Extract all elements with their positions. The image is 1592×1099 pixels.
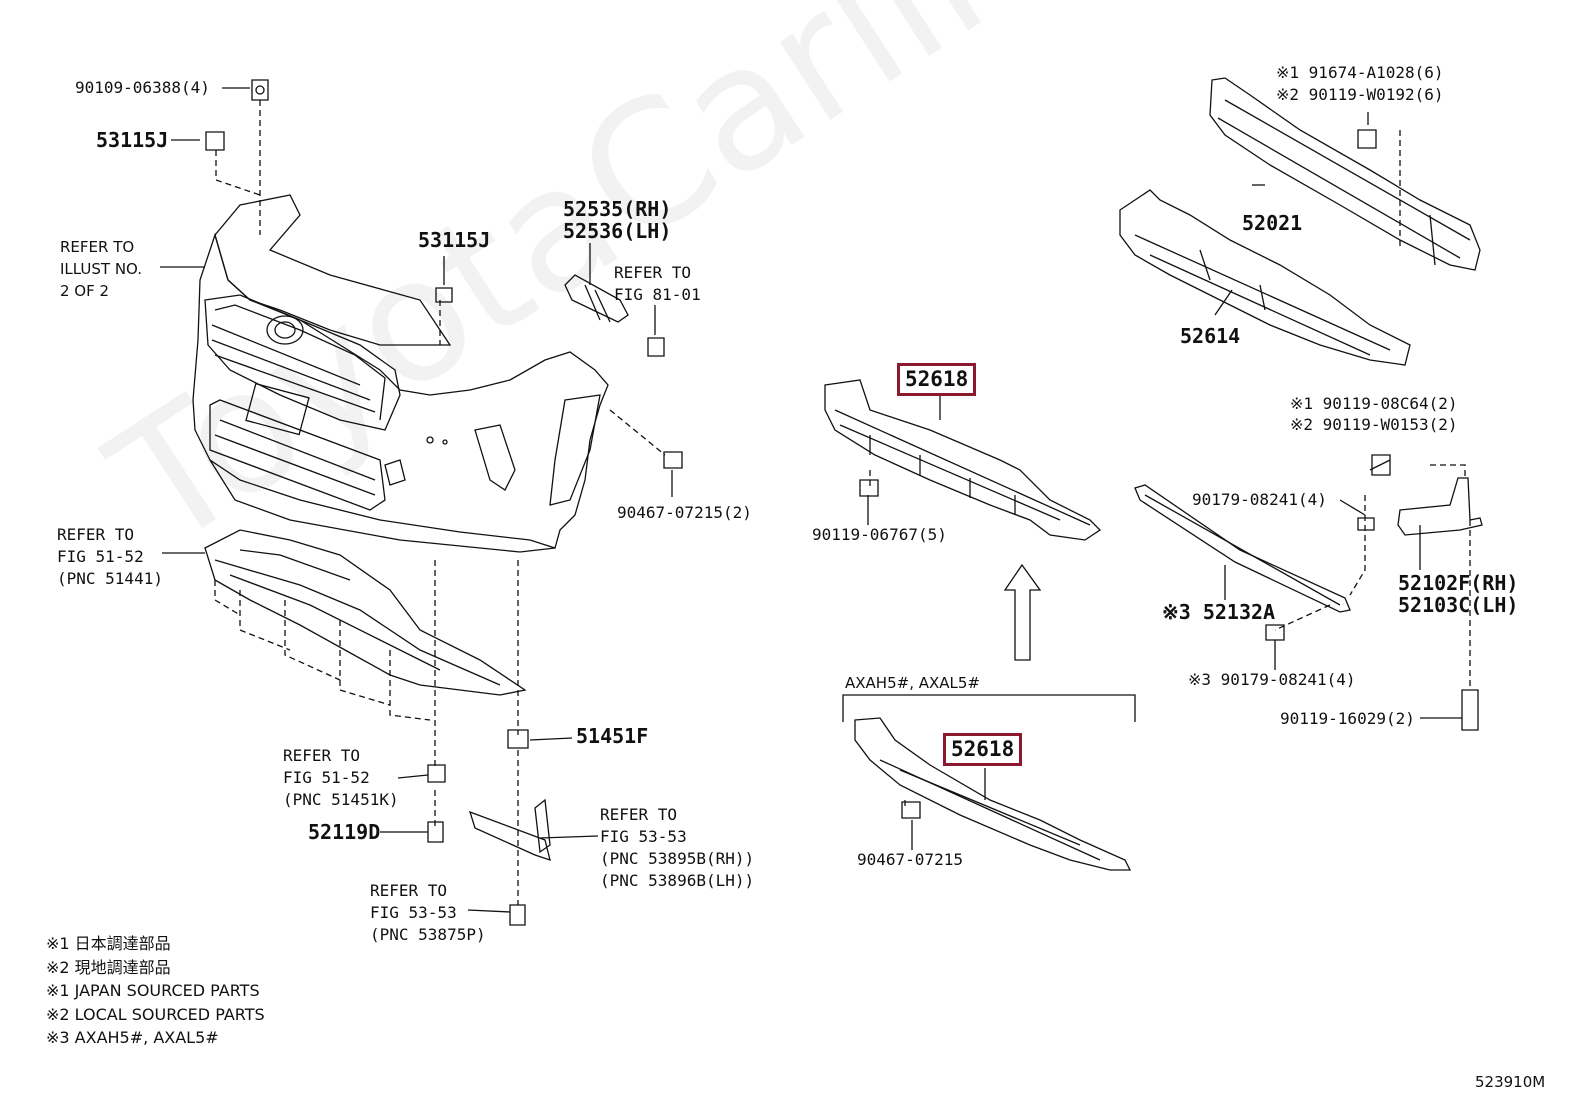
lower-under-cover-drawing xyxy=(204,529,527,696)
part-label-90119-w0192: ※2 90119-W0192(6) xyxy=(1276,85,1444,104)
hook-bracket-drawing xyxy=(564,274,629,323)
part-label-52535-52536: 52535(RH) 52536(LH) xyxy=(563,198,671,242)
refer-line: REFER TO xyxy=(57,525,135,544)
refer-line: FIG 53-53 xyxy=(600,827,687,846)
leader-lines xyxy=(160,87,1462,913)
part-label-90119-w0153: ※2 90119-W0153(2) xyxy=(1290,415,1458,434)
absorber-52618-lower-drawing xyxy=(854,717,1132,871)
refer-line: 2 OF 2 xyxy=(60,282,110,300)
part-label-90119-08c64: ※1 90119-08C64(2) xyxy=(1290,394,1458,413)
part-label-52102f-52103c: 52102F(RH) 52103C(LH) xyxy=(1398,572,1518,616)
highlighted-part-52618-lower[interactable]: 52618 xyxy=(943,733,1023,766)
part-line: 52103C(LH) xyxy=(1398,593,1519,617)
refer-line: ILLUST NO. xyxy=(60,260,143,278)
bumper-reinforcement-52021-drawing xyxy=(1209,77,1481,271)
sourcing-legend: ※1 日本調達部品 ※2 現地調達部品 ※1 JAPAN SOURCED PAR… xyxy=(46,932,265,1050)
diagram-code: 523910M xyxy=(1475,1073,1546,1091)
part-label-90467-07215: 90467-07215 xyxy=(857,850,963,869)
refer-line: (PNC 53875P) xyxy=(370,925,486,944)
part-label-91674-a1028: ※1 91674-A1028(6) xyxy=(1276,63,1444,82)
up-arrow xyxy=(1003,563,1042,661)
fasteners-drawing xyxy=(205,79,1479,926)
part-label-90179-08241-a: 90179-08241(4) xyxy=(1192,490,1327,509)
refer-fig-53-53-b: REFER TO FIG 53-53 (PNC 53875P) xyxy=(370,880,486,946)
part-label-53115j-top: 53115J xyxy=(96,128,169,152)
part-line: 52535(RH) xyxy=(563,197,672,221)
refer-line: (PNC 51451K) xyxy=(283,790,399,809)
refer-fig-51-52-b: REFER TO FIG 51-52 (PNC 51451K) xyxy=(283,745,399,811)
part-label-90179-08241-b: ※3 90179-08241(4) xyxy=(1188,670,1356,689)
refer-line: REFER TO xyxy=(600,805,678,824)
part-label-90467-07215-2: 90467-07215(2) xyxy=(617,503,752,522)
legend-line: ※1 JAPAN SOURCED PARTS xyxy=(46,981,260,1000)
variant-label-axah: AXAH5#, AXAL5# xyxy=(845,674,980,692)
refer-line: (PNC 51441) xyxy=(57,569,163,588)
part-line: 52102F(RH) xyxy=(1398,571,1519,595)
part-label-52614: 52614 xyxy=(1180,324,1241,348)
refer-illust-note: REFER TO ILLUST NO. 2 OF 2 xyxy=(60,236,142,302)
legend-line: ※3 AXAH5#, AXAL5# xyxy=(46,1028,219,1047)
lower-reinforcement-52132a-drawing xyxy=(1134,484,1351,613)
refer-line: (PNC 53896B(LH)) xyxy=(600,871,755,890)
bracket-52102f-drawing xyxy=(1397,477,1483,536)
refer-line: FIG 51-52 xyxy=(283,768,370,787)
refer-line: REFER TO xyxy=(614,263,692,282)
refer-line: FIG 51-52 xyxy=(57,547,144,566)
part-label-90109-06388: 90109-06388(4) xyxy=(75,78,210,97)
part-label-90119-16029: 90119-16029(2) xyxy=(1280,709,1415,728)
part-label-90119-06767: 90119-06767(5) xyxy=(812,525,947,544)
part-label-51451f: 51451F xyxy=(576,724,649,748)
legend-line: ※2 LOCAL SOURCED PARTS xyxy=(46,1004,265,1024)
refer-line: REFER TO xyxy=(60,238,135,256)
refer-fig-53-53-a: REFER TO FIG 53-53 (PNC 53895B(RH)) (PNC… xyxy=(600,804,754,892)
legend-line: ※2 現地調達部品 xyxy=(46,957,171,977)
refer-fig-51-52-a: REFER TO FIG 51-52 (PNC 51441) xyxy=(57,524,163,590)
refer-fig-81-01: REFER TO FIG 81-01 xyxy=(614,262,701,306)
part-label-52132a: ※3 52132A xyxy=(1162,600,1276,624)
refer-line: FIG 81-01 xyxy=(614,285,701,304)
side-bracket-drawing xyxy=(468,798,551,861)
legend-line: ※1 日本調達部品 xyxy=(46,934,171,953)
part-label-52119d: 52119D xyxy=(308,820,381,844)
variant-bracket-line xyxy=(842,694,1136,722)
front-bumper-cover-drawing xyxy=(192,194,609,553)
refer-line: FIG 53-53 xyxy=(370,903,457,922)
refer-line: (PNC 53895B(RH)) xyxy=(600,849,755,868)
energy-absorber-52614-drawing xyxy=(1119,189,1411,366)
part-line: 52536(LH) xyxy=(563,219,672,243)
part-label-53115j-mid: 53115J xyxy=(418,228,491,252)
highlighted-part-52618-upper[interactable]: 52618 xyxy=(897,363,977,396)
refer-line: REFER TO xyxy=(283,746,361,765)
absorber-52618-upper-drawing xyxy=(824,379,1102,541)
part-label-52021: 52021 xyxy=(1242,211,1303,235)
refer-line: REFER TO xyxy=(370,881,448,900)
